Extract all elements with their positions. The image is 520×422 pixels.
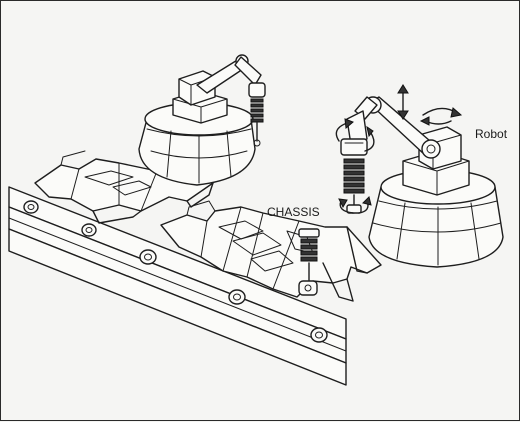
chassis-label: CHASSIS xyxy=(267,205,320,219)
robot-front xyxy=(340,96,504,268)
chassis-spring xyxy=(298,228,320,296)
motion-arrows xyxy=(335,84,463,214)
conveyor xyxy=(8,186,347,386)
conveyor-bottom-rail xyxy=(8,228,347,386)
conveyor-rollers xyxy=(23,200,328,343)
robot-label: Robot xyxy=(475,127,508,141)
robot-back xyxy=(138,54,266,186)
